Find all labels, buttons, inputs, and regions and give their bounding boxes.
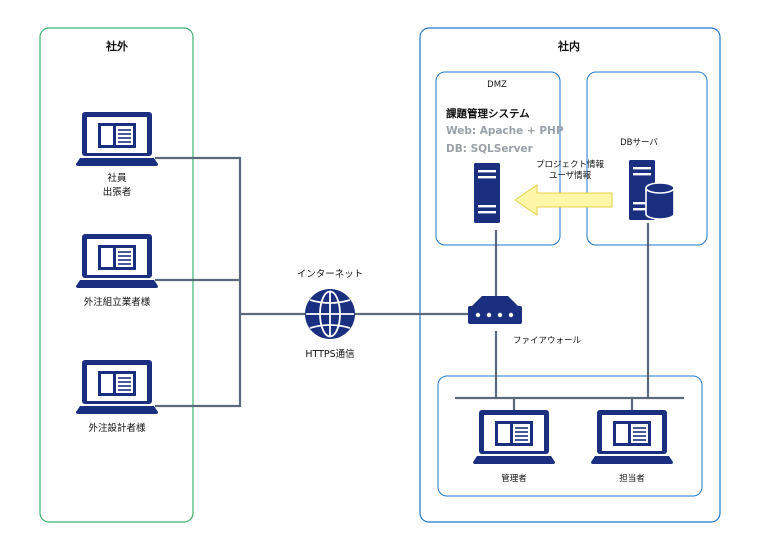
inside-zone-title: 社内 [558,40,580,53]
outside-zone [39,27,194,523]
database-server-icon [629,160,675,220]
client-label-assembly-vendor: 外注組立業者様 [83,297,151,308]
connection-lines [155,156,684,412]
sync-arrow [514,184,613,216]
dmz-title: DMZ [487,80,507,90]
db-server-label: DBサーバ [620,138,658,148]
system-title: 課題管理システム [446,108,530,120]
sync-label: プロジェクト情報 ユーザ情報 [535,160,605,181]
outside-zone-title: 社外 [106,40,128,53]
laptop-icon [75,359,159,415]
laptop-icon [472,409,556,465]
laptop-icon [75,111,159,167]
globe-icon [305,289,355,339]
client-label-design-vendor: 外注設計者様 [88,423,146,434]
https-label: HTTPS通信 [305,349,355,360]
firewall-icon [468,296,522,324]
client-label-employee: 社員 出張者 [102,173,132,198]
client-label-admin: 管理者 [501,474,527,484]
laptop-icon [590,409,674,465]
web-server-icon [474,163,500,223]
dmz-zone [435,71,561,246]
lan-zone [437,375,703,497]
system-db-stack: DB: SQLServer [446,143,533,155]
system-web-stack: Web: Apache + PHP [446,125,564,137]
laptop-icon [75,233,159,289]
inside-zone [419,27,721,523]
firewall-label: ファイアウォール [513,336,582,346]
internet-label: インターネット [296,269,364,280]
client-label-staff: 担当者 [619,474,645,484]
